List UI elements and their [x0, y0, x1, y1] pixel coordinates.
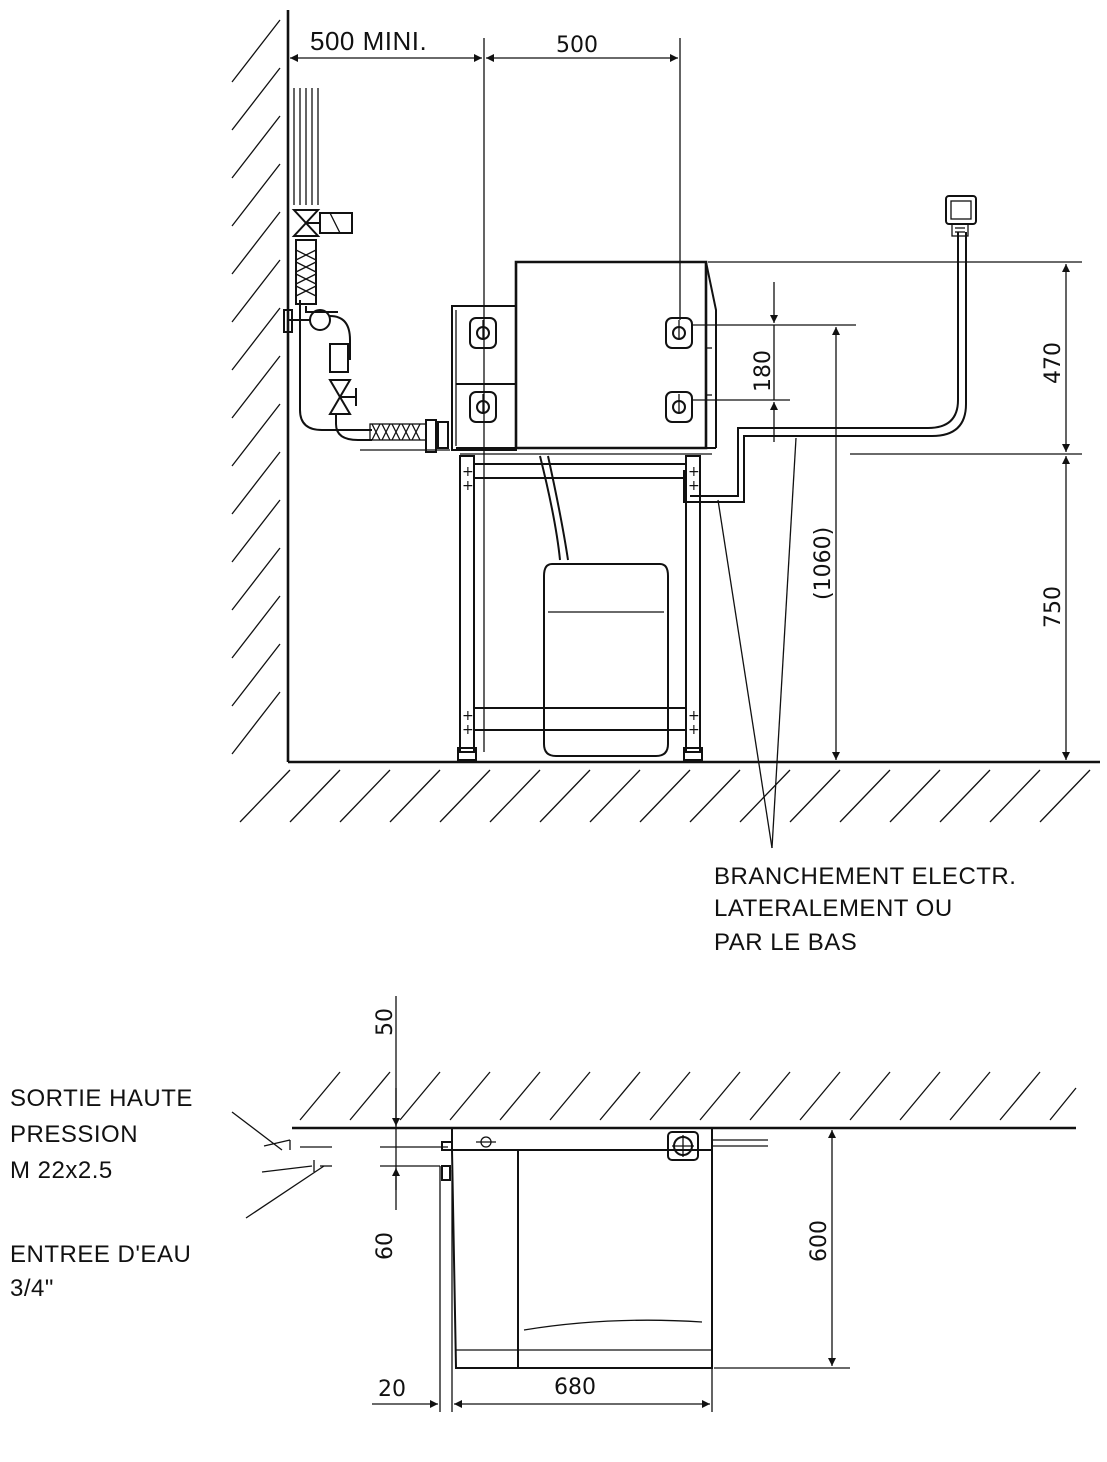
dim-unit-height-label: 470 [1041, 342, 1066, 384]
dim-clearance-label: 500 MINI. [310, 26, 427, 56]
outlet-note-line-2: PRESSION [10, 1121, 138, 1148]
svg-text:+: + [462, 708, 474, 724]
dim-hole-vertical-label: 180 [751, 350, 776, 392]
plan-dim-depth-label: 600 [807, 1220, 832, 1262]
control-box [451, 305, 517, 451]
electrical-cable [683, 195, 977, 503]
plan-dim-width-label: 680 [554, 1375, 596, 1400]
dim-stand-height-label: 750 [1041, 586, 1066, 628]
svg-text:+: + [462, 464, 474, 480]
elevation-view: + + + + + + + + 500 MINI. 500 [231, 10, 1100, 956]
outlet-note-line-1: SORTIE HAUTE [10, 1085, 193, 1112]
electrical-note-line-1: BRANCHEMENT ELECTR. [714, 863, 1016, 890]
dim-total-height-label: (1060) [811, 527, 836, 600]
inlet-note-line-2: 3/4" [10, 1275, 54, 1302]
plan-view: 50 60 600 20 680 SORTIE HAUTE [10, 996, 1077, 1412]
water-supply-piping [283, 88, 450, 453]
plan-dim-widths: 20 680 [372, 1375, 710, 1408]
stand: + + + + + + + + [457, 455, 703, 761]
wall [231, 10, 290, 762]
plan-wall [292, 1071, 1077, 1130]
keyhole-mount-icon [665, 317, 693, 349]
keyhole-mount-icon [469, 317, 497, 349]
svg-text:+: + [688, 708, 700, 724]
shutoff-valve-icon [328, 379, 357, 415]
plan-dim-wall-gaps: 50 60 [373, 996, 448, 1260]
plan-dim-bottom-label: 60 [373, 1232, 398, 1260]
dim-hole-spacing: 500 [486, 33, 681, 320]
electrical-note-line-2: LATERALEMENT OU [714, 895, 953, 922]
outlet-note-line-3: M 22x2.5 [10, 1157, 113, 1184]
svg-text:+: + [462, 478, 474, 494]
cable-gland-icon [667, 1131, 699, 1161]
dim-clearance: 500 MINI. [290, 26, 485, 752]
floor-hatching [239, 769, 1091, 823]
svg-text:+: + [688, 478, 700, 494]
plan-unit [439, 1127, 768, 1412]
svg-text:+: + [688, 722, 700, 738]
inlet-note-line-1: ENTREE D'EAU [10, 1241, 191, 1268]
solenoid-valve-icon [291, 209, 353, 237]
water-tank [539, 455, 669, 757]
screw-icon [476, 1136, 496, 1148]
dim-hole-vertical: 180 [692, 282, 856, 442]
electrical-socket-icon [945, 195, 977, 237]
dim-right-heights: 470 750 [708, 261, 1082, 760]
svg-text:+: + [462, 722, 474, 738]
main-unit [456, 260, 717, 455]
plan-dim-top-label: 50 [373, 1008, 398, 1036]
electrical-note: BRANCHEMENT ELECTR. LATERALEMENT OU PAR … [714, 437, 1016, 956]
svg-text:+: + [688, 464, 700, 480]
plan-dim-depth: 600 [714, 1127, 850, 1369]
dim-hole-spacing-label: 500 [556, 33, 598, 58]
plan-notes: SORTIE HAUTE PRESSION M 22x2.5 ENTREE D'… [10, 1085, 332, 1302]
plan-dim-offset-label: 20 [378, 1377, 406, 1402]
electrical-note-line-3: PAR LE BAS [714, 929, 857, 956]
keyhole-mount-icon [665, 391, 693, 423]
wall-hatching [231, 19, 281, 755]
keyhole-mount-icon [469, 391, 497, 423]
dim-total-height: (1060) [811, 327, 840, 760]
plan-wall-hatching [299, 1071, 1077, 1121]
floor [239, 760, 1100, 823]
